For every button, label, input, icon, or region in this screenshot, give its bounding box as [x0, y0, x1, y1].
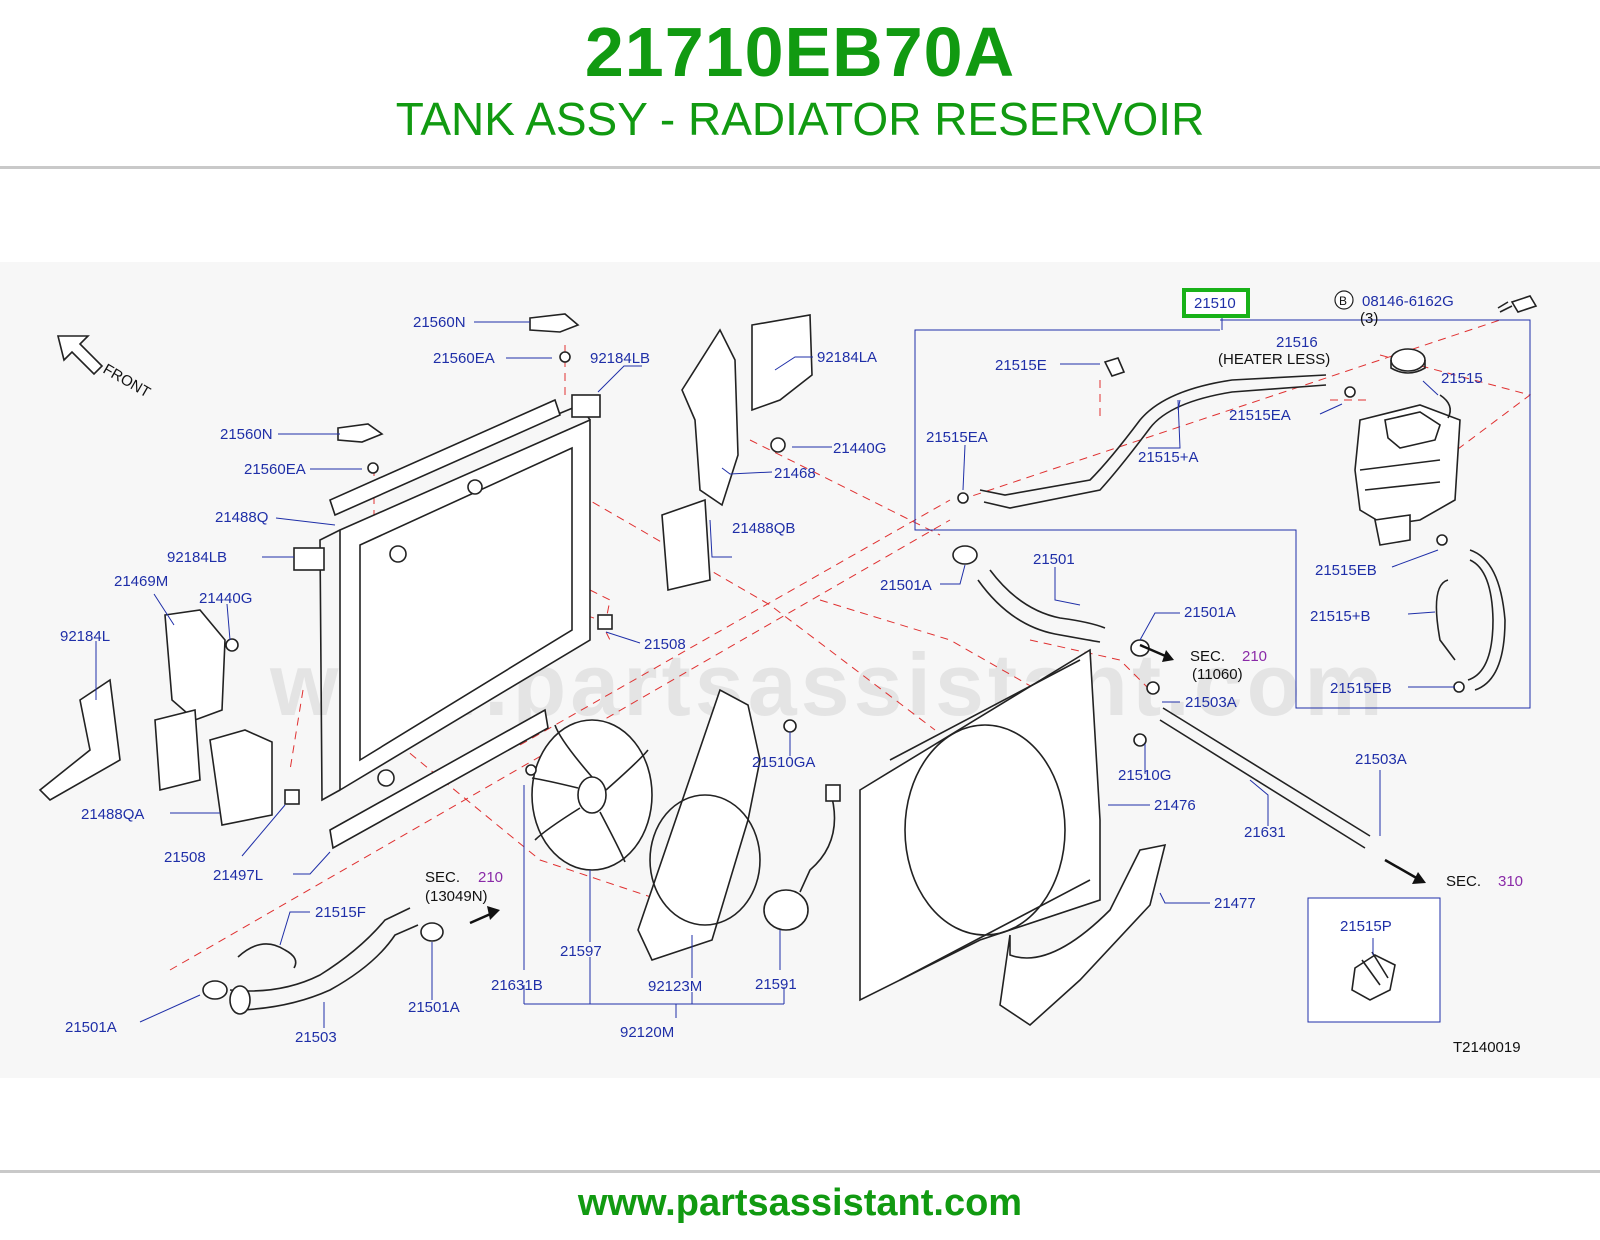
part-label[interactable]: 21503A: [1355, 751, 1407, 768]
bolt-quantity: (3): [1360, 310, 1378, 327]
part-label[interactable]: 21510GA: [752, 754, 815, 771]
cooling-fan-icon: [531, 719, 653, 871]
sec-210-lower-ref: (13049N): [425, 888, 488, 905]
part-label[interactable]: 21440G: [199, 590, 252, 607]
part-label[interactable]: 21503A: [1185, 694, 1237, 711]
part-label[interactable]: 21488QA: [81, 806, 144, 823]
sec-ref-label: SEC.: [1190, 648, 1225, 665]
part-label[interactable]: 21508: [164, 849, 206, 866]
reservoir-cap-icon: [1390, 348, 1426, 374]
part-label[interactable]: 21510G: [1118, 767, 1171, 784]
part-label[interactable]: 21515EB: [1330, 680, 1392, 697]
hose-clamps-icon: [957, 357, 1465, 693]
fan-motor-icon: [525, 719, 841, 931]
part-label[interactable]: 92184LA: [817, 349, 877, 366]
bolt-icon: [1497, 295, 1538, 313]
hose-clip-icon: [1351, 951, 1396, 1001]
part-label[interactable]: 21501A: [65, 1019, 117, 1036]
radiator-shroud-icon: [859, 648, 1167, 1027]
part-label[interactable]: 21515+A: [1138, 449, 1198, 466]
part-label[interactable]: 21501A: [880, 577, 932, 594]
part-label[interactable]: 21508: [644, 636, 686, 653]
part-label[interactable]: 21468: [774, 465, 816, 482]
left-air-guide-icon: [38, 609, 273, 826]
overflow-hose-icon: [979, 374, 1506, 691]
part-label[interactable]: 21560N: [220, 426, 273, 443]
part-label[interactable]: 21515: [1441, 370, 1483, 387]
part-label[interactable]: 21488QB: [732, 520, 795, 537]
part-label[interactable]: 21560EA: [244, 461, 306, 478]
part-label[interactable]: 92184LB: [590, 350, 650, 367]
part-label[interactable]: 21560EA: [433, 350, 495, 367]
part-label-21510[interactable]: 21510: [1194, 295, 1236, 312]
part-labels: 21560N 21560EA 92184LB 92184LA 21440G 21…: [60, 314, 1483, 1046]
sec-ref-label-right: SEC.: [1446, 873, 1481, 890]
part-description-title: TANK ASSY - RADIATOR RESERVOIR: [395, 93, 1205, 145]
part-label[interactable]: 21501: [1033, 551, 1075, 568]
leader-lines: [95, 321, 1455, 1028]
highlighted-part-box: [1182, 288, 1250, 318]
header-divider: [0, 166, 1600, 169]
part-label[interactable]: 21515F: [315, 904, 366, 921]
reservoir-tank-icon: [1354, 404, 1461, 546]
part-label[interactable]: 92123M: [648, 978, 702, 995]
part-label[interactable]: 21501A: [408, 999, 460, 1016]
page-header: 21710EB70A TANK ASSY - RADIATOR RESERVOI…: [0, 0, 1600, 168]
part-label[interactable]: 21591: [755, 976, 797, 993]
right-air-guide-icon: [661, 314, 813, 591]
part-label[interactable]: 21440G: [833, 440, 886, 457]
flow-arrows-icon: [469, 643, 1426, 925]
sec-310[interactable]: 310: [1498, 873, 1523, 890]
part-label[interactable]: 21631B: [491, 977, 543, 994]
heater-less-note: (HEATER LESS): [1218, 351, 1330, 368]
part-label-08146-6162G[interactable]: 08146-6162G: [1362, 293, 1454, 310]
footer-website-link[interactable]: www.partsassistant.com: [577, 1182, 1023, 1224]
part-number-title: 21710EB70A: [584, 13, 1016, 91]
radiator-core-icon: [319, 404, 591, 802]
diagram-code: T2140019: [1453, 1039, 1521, 1056]
radiator-upper-seal-icon: [329, 398, 561, 517]
front-arrow-icon: [56, 335, 104, 376]
footer-divider: [0, 1170, 1600, 1173]
part-label[interactable]: 21476: [1154, 797, 1196, 814]
part-label[interactable]: 92120M: [620, 1024, 674, 1041]
sec-210-lower[interactable]: 210: [478, 869, 503, 886]
bolt-marker-letter: B: [1339, 294, 1347, 308]
part-label[interactable]: 21515P: [1340, 918, 1392, 935]
radiator-lower-seal-icon: [329, 708, 549, 850]
fan-shroud-icon: [637, 688, 761, 961]
part-label[interactable]: 21515+B: [1310, 608, 1370, 625]
part-label[interactable]: 21497L: [213, 867, 263, 884]
part-label[interactable]: 21477: [1214, 895, 1256, 912]
part-label[interactable]: 21515EA: [926, 429, 988, 446]
part-label[interactable]: 21516: [1276, 334, 1318, 351]
sec-ref-label-lower: SEC.: [425, 869, 460, 886]
reservoir-assembly-frame: [914, 319, 1531, 709]
part-label[interactable]: 92184LB: [167, 549, 227, 566]
part-label[interactable]: 21515EA: [1229, 407, 1291, 424]
part-label[interactable]: 21631: [1244, 824, 1286, 841]
lower-hoses-icon: [202, 545, 1371, 1015]
part-label[interactable]: 21560N: [413, 314, 466, 331]
radiator-brackets-icon: [284, 313, 613, 805]
part-label[interactable]: 21597: [560, 943, 602, 960]
bolt-marker-circle: [1334, 290, 1354, 310]
part-label[interactable]: 21503: [295, 1029, 337, 1046]
sec-210-upper[interactable]: 210: [1242, 648, 1267, 665]
part-label[interactable]: 21515E: [995, 357, 1047, 374]
sec-210-upper-ref: (11060): [1192, 666, 1243, 683]
part-label[interactable]: 21469M: [114, 573, 168, 590]
part-label[interactable]: 92184L: [60, 628, 110, 645]
part-label[interactable]: 21501A: [1184, 604, 1236, 621]
part-label[interactable]: 21515EB: [1315, 562, 1377, 579]
part-label[interactable]: 21488Q: [215, 509, 268, 526]
